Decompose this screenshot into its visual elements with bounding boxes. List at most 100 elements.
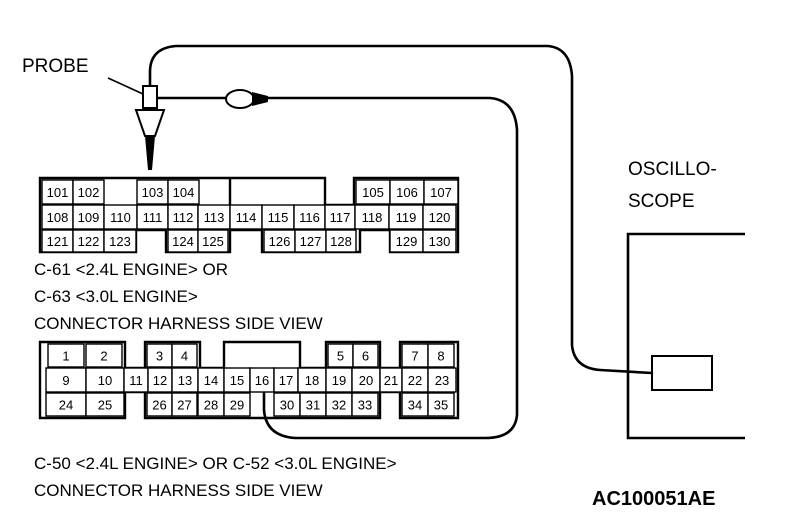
pin-cell xyxy=(351,392,379,417)
pin-label: 12 xyxy=(153,373,167,388)
pin-cell xyxy=(171,367,199,393)
pin-label: 113 xyxy=(204,210,225,225)
pin-label: 3 xyxy=(156,349,163,364)
pin-cell xyxy=(261,204,295,230)
pin-label: 25 xyxy=(98,398,112,413)
pin-cell xyxy=(72,179,105,205)
pin-label: 122 xyxy=(78,234,100,249)
pin-label: 32 xyxy=(332,398,346,413)
pin-label: 120 xyxy=(429,210,451,225)
pin-label: 130 xyxy=(429,234,451,249)
pin-cell xyxy=(197,204,231,230)
pin-label: 14 xyxy=(204,373,218,388)
oscilloscope-input-box xyxy=(651,355,713,391)
pin-label: 1 xyxy=(62,349,69,364)
upper-caption-3: CONNECTOR HARNESS SIDE VIEW xyxy=(34,314,323,333)
pin-label: 117 xyxy=(330,210,351,225)
pin-label: 28 xyxy=(204,398,218,413)
pin-cell xyxy=(427,392,455,417)
pin-label: 124 xyxy=(172,234,194,249)
pin-cell xyxy=(422,229,457,253)
oscilloscope-label-2: SCOPE xyxy=(628,191,695,212)
pin-label: 22 xyxy=(408,373,422,388)
pin-cell xyxy=(388,204,424,230)
pin-cell xyxy=(422,204,457,230)
pin-label: 123 xyxy=(109,234,131,249)
pin-label: 6 xyxy=(362,349,369,364)
pin-label: 30 xyxy=(280,398,294,413)
probe-leader-line xyxy=(107,77,144,95)
upper-connector-outline xyxy=(38,176,460,254)
pin-label: 115 xyxy=(268,210,289,225)
pin-cell xyxy=(167,204,199,230)
pin-label: 104 xyxy=(173,185,195,200)
pin-label: 108 xyxy=(47,210,69,225)
pin-cell xyxy=(167,179,200,205)
pin-cell xyxy=(401,367,429,393)
pin-cell xyxy=(249,367,275,393)
pin-label: 8 xyxy=(437,349,444,364)
pin-cell xyxy=(171,392,198,417)
oscilloscope-label-1: OSCILLO- xyxy=(628,159,717,180)
pin-cell xyxy=(197,367,225,393)
probe xyxy=(134,85,166,170)
pin-label: 10 xyxy=(98,373,112,388)
upper-caption-1: C-61 <2.4L ENGINE> OR xyxy=(34,260,228,279)
pin-cell xyxy=(324,204,356,230)
pin-label: 21 xyxy=(384,373,398,388)
pin-cell xyxy=(197,229,229,253)
alligator-clip xyxy=(225,89,268,109)
pin-label: 29 xyxy=(230,398,244,413)
figure-id: AC100051AE xyxy=(592,488,715,510)
pin-cell xyxy=(85,392,125,417)
pin-label: 16 xyxy=(255,373,269,388)
pin-label: 107 xyxy=(430,185,452,200)
pin-label: 2 xyxy=(100,349,107,364)
ground-wire xyxy=(262,96,519,440)
pin-label: 24 xyxy=(59,398,73,413)
pin-label: 33 xyxy=(358,398,372,413)
pin-label: 27 xyxy=(177,398,191,413)
pin-label: 116 xyxy=(299,210,320,225)
pin-label: 129 xyxy=(396,234,418,249)
pin-label: 105 xyxy=(362,185,384,200)
pin-cell xyxy=(389,179,425,205)
pin-cell xyxy=(85,343,123,368)
pin-label: 13 xyxy=(178,373,192,388)
probe-to-scope-wire xyxy=(148,44,654,375)
pin-label: 103 xyxy=(142,185,164,200)
pin-cell xyxy=(297,367,327,393)
pin-cell xyxy=(41,204,74,230)
pin-label: 26 xyxy=(152,398,166,413)
pin-label: 34 xyxy=(408,398,422,413)
pin-label: 111 xyxy=(143,210,163,225)
wires xyxy=(148,44,654,440)
pin-cell xyxy=(293,204,326,230)
pin-cell xyxy=(85,367,125,393)
pin-label: 4 xyxy=(181,349,188,364)
pin-label: 128 xyxy=(330,234,352,249)
pin-label: 11 xyxy=(129,373,143,388)
pin-label: 7 xyxy=(411,349,418,364)
pin-cell xyxy=(352,343,379,368)
pin-label: 112 xyxy=(173,210,194,225)
pin-cell xyxy=(171,343,198,368)
pin-cell xyxy=(103,204,138,230)
pin-cell xyxy=(136,204,169,230)
pin-label: 9 xyxy=(62,373,69,388)
pin-label: 121 xyxy=(47,234,69,249)
pin-label: 126 xyxy=(269,234,291,249)
pin-cell xyxy=(325,367,353,393)
pin-cell xyxy=(103,229,137,253)
pin-label: 119 xyxy=(396,210,417,225)
lower-caption-1: C-50 <2.4L ENGINE> OR C-52 <3.0L ENGINE> xyxy=(34,454,397,473)
pin-cell xyxy=(354,204,390,230)
oscilloscope xyxy=(626,232,745,440)
pin-cell xyxy=(427,343,455,368)
pin-label: 31 xyxy=(306,398,320,413)
pin-label: 15 xyxy=(230,373,244,388)
lower-caption-2: CONNECTOR HARNESS SIDE VIEW xyxy=(34,481,323,500)
